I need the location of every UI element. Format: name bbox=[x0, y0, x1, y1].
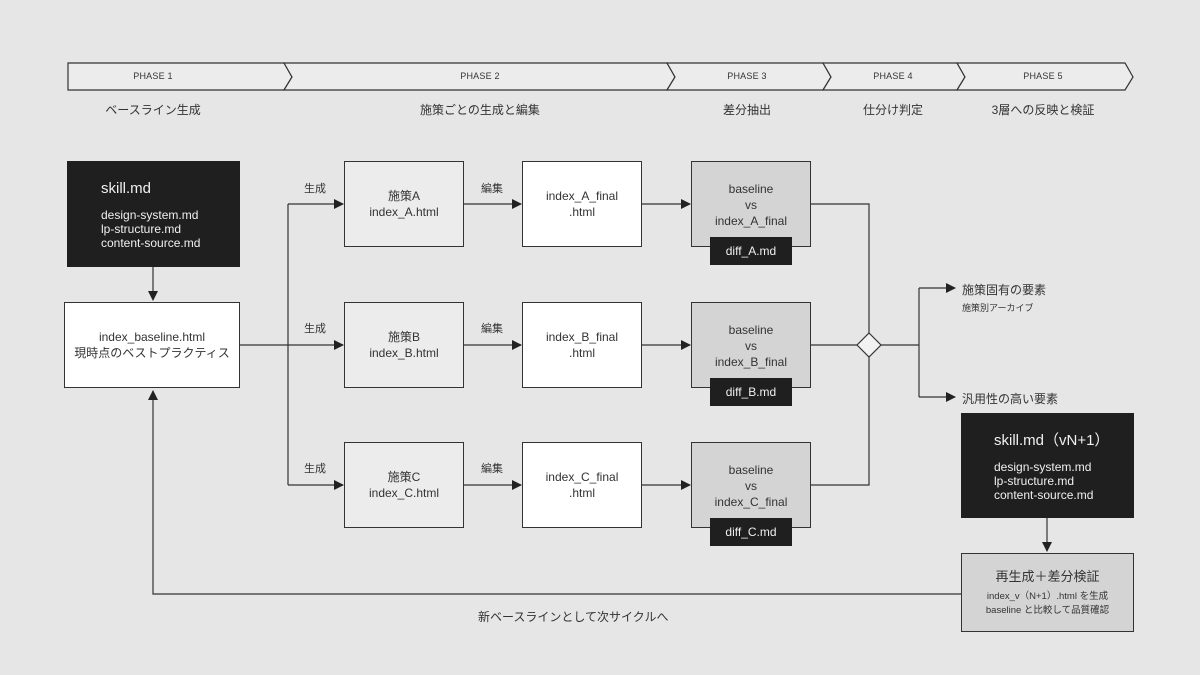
diff-b-file-tag: diff_B.md bbox=[710, 378, 792, 406]
variant-b-name: 施策B bbox=[387, 330, 420, 344]
branch-specific-subtitle: 施策別アーカイブ bbox=[962, 303, 1034, 313]
phase-band bbox=[67, 62, 1134, 91]
diff-c-file-tag: diff_C.md bbox=[710, 518, 792, 546]
connector-diff-c-merge bbox=[810, 357, 870, 486]
edge-label-generate-a: 生成 bbox=[304, 183, 326, 195]
branch-general-title: 汎用性の高い要素 bbox=[962, 392, 1059, 406]
variant-c-name: 施策C bbox=[387, 470, 421, 484]
diff-a-right: index_A_final bbox=[714, 214, 788, 228]
branch-specific-title: 施策固有の要素 bbox=[962, 283, 1047, 297]
skill-source-node: skill.md design-system.md lp-structure.m… bbox=[67, 161, 240, 267]
connector-loop-back bbox=[148, 390, 961, 595]
variant-c-final-ext: .html bbox=[568, 486, 595, 500]
edge-label-generate-c: 生成 bbox=[304, 463, 326, 475]
skill-source-file: lp-structure.md bbox=[101, 222, 182, 236]
edge-label-edit-b: 編集 bbox=[481, 323, 503, 335]
diff-a-file-tag: diff_A.md bbox=[710, 237, 792, 265]
edge-label-edit-a: 編集 bbox=[481, 183, 503, 195]
variant-b-final-ext: .html bbox=[568, 346, 595, 360]
decision-diamond bbox=[856, 332, 882, 358]
diff-b-left: baseline bbox=[728, 323, 774, 337]
phase-2-label: PHASE 2 bbox=[460, 71, 500, 81]
phase-1-label: PHASE 1 bbox=[133, 71, 173, 81]
diff-b-right: index_B_final bbox=[714, 355, 788, 369]
connector-diff-a-merge bbox=[810, 203, 870, 333]
diff-a-left: baseline bbox=[728, 182, 774, 196]
skill-next-title: skill.md（vN+1） bbox=[994, 432, 1110, 449]
diff-b-node: baseline vs index_B_final bbox=[691, 302, 811, 388]
phase-5-shape bbox=[955, 62, 1134, 91]
skill-source-file: content-source.md bbox=[101, 236, 201, 250]
diff-a-node: baseline vs index_A_final bbox=[691, 161, 811, 247]
variant-a-final-ext: .html bbox=[568, 205, 595, 219]
phase-2-subtitle: 施策ごとの生成と編集 bbox=[420, 103, 540, 117]
variant-c-file: index_C.html bbox=[368, 486, 440, 500]
verify-line-1: index_v（N+1）.html を生成 bbox=[986, 590, 1109, 602]
diff-c-left: baseline bbox=[728, 463, 774, 477]
diff-c-vs: vs bbox=[745, 479, 757, 493]
phase-4-subtitle: 仕分け判定 bbox=[862, 103, 923, 117]
skill-source-title: skill.md bbox=[101, 180, 152, 197]
variant-a-file: index_A.html bbox=[369, 205, 439, 219]
variant-a-final-node: index_A_final .html bbox=[522, 161, 642, 247]
phase-5-subtitle: 3層への反映と検証 bbox=[991, 103, 1095, 117]
verify-node: 再生成＋差分検証 index_v（N+1）.html を生成 baseline … bbox=[961, 553, 1134, 632]
skill-next-file: content-source.md bbox=[994, 488, 1094, 502]
phase-3-label: PHASE 3 bbox=[727, 71, 767, 81]
skill-next-file: design-system.md bbox=[994, 460, 1092, 474]
baseline-description: 現時点のベストプラクティス bbox=[74, 346, 230, 360]
phase-3-subtitle: 差分抽出 bbox=[722, 103, 771, 117]
edge-label-edit-c: 編集 bbox=[481, 463, 503, 475]
verify-title: 再生成＋差分検証 bbox=[995, 568, 1100, 584]
variant-c-node: 施策C index_C.html bbox=[344, 442, 464, 528]
diff-b-vs: vs bbox=[745, 339, 757, 353]
variant-b-final-node: index_B_final .html bbox=[522, 302, 642, 388]
variant-b-node: 施策B index_B.html bbox=[344, 302, 464, 388]
skill-source-file: design-system.md bbox=[101, 208, 199, 222]
diff-a-vs: vs bbox=[745, 198, 757, 212]
variant-a-node: 施策A index_A.html bbox=[344, 161, 464, 247]
variant-a-final-name: index_A_final bbox=[545, 189, 619, 203]
diff-c-node: baseline vs index_C_final bbox=[691, 442, 811, 528]
baseline-node: index_baseline.html 現時点のベストプラクティス bbox=[64, 302, 240, 388]
variant-b-final-name: index_B_final bbox=[545, 330, 619, 344]
edge-label-generate-b: 生成 bbox=[304, 323, 326, 335]
verify-line-2: baseline と比較して品質確認 bbox=[985, 604, 1110, 616]
variant-b-file: index_B.html bbox=[369, 346, 439, 360]
phase-1-subtitle: ベースライン生成 bbox=[105, 103, 201, 117]
phase-4-label: PHASE 4 bbox=[873, 71, 913, 81]
diff-c-right: index_C_final bbox=[714, 495, 788, 509]
variant-c-final-node: index_C_final .html bbox=[522, 442, 642, 528]
variant-a-name: 施策A bbox=[387, 189, 420, 203]
variant-c-final-name: index_C_final bbox=[545, 470, 619, 484]
skill-next-node: skill.md（vN+1） design-system.md lp-struc… bbox=[961, 413, 1134, 518]
phase-5-label: PHASE 5 bbox=[1023, 71, 1063, 81]
baseline-filename: index_baseline.html bbox=[98, 330, 206, 344]
loop-back-label: 新ベースラインとして次サイクルへ bbox=[478, 610, 669, 624]
skill-next-file: lp-structure.md bbox=[994, 474, 1075, 488]
